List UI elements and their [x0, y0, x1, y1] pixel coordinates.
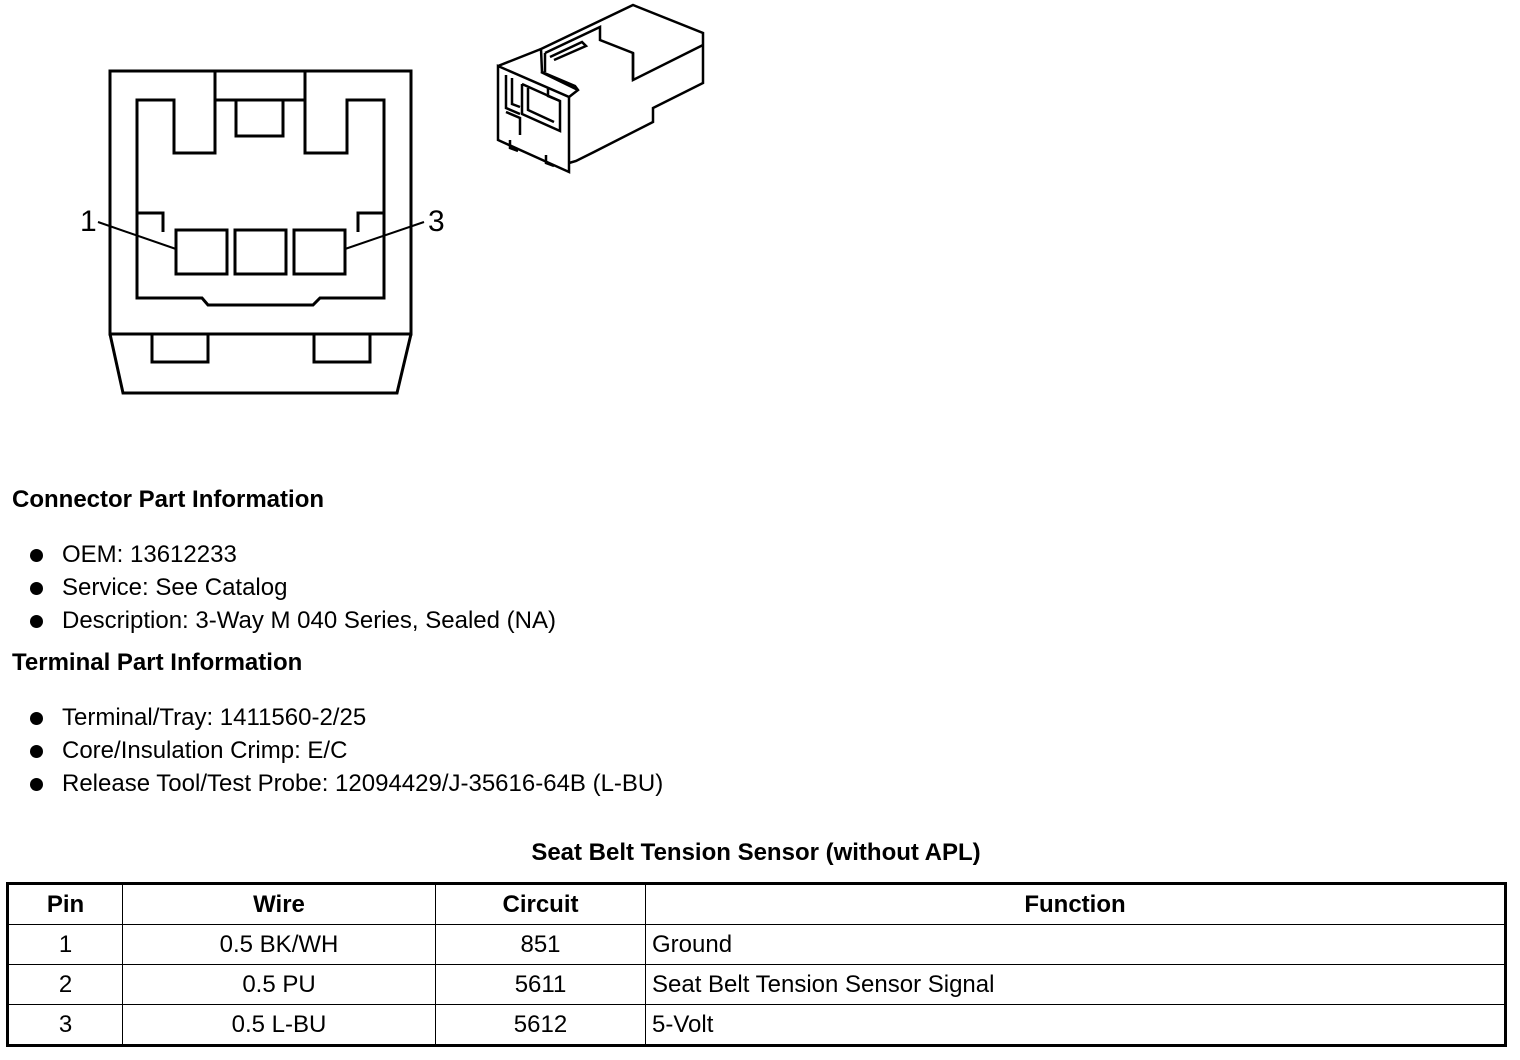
terminal-part-info-heading: Terminal Part Information — [12, 649, 303, 676]
connector-diagram: 1 3 — [80, 3, 705, 395]
header-circuit: Circuit — [435, 883, 646, 925]
cell-wire: 0.5 L-BU — [122, 1004, 436, 1046]
cavity-pin-1 — [174, 228, 229, 276]
cell-circuit: 5612 — [435, 1004, 646, 1046]
cavity-pin-3 — [292, 228, 347, 276]
table-header-row: Pin Wire Circuit Function — [7, 883, 1506, 925]
list-item: Core/Insulation Crimp: E/C — [28, 734, 663, 767]
pinout-table: Pin Wire Circuit Function 1 0.5 BK/WH 85… — [6, 882, 1507, 1047]
cell-function: Seat Belt Tension Sensor Signal — [645, 964, 1506, 1005]
list-item: Release Tool/Test Probe: 12094429/J-3561… — [28, 767, 663, 800]
list-item: Description: 3-Way M 040 Series, Sealed … — [28, 604, 556, 637]
cell-pin: 2 — [7, 964, 123, 1005]
bullet-icon — [30, 778, 43, 791]
pin-1-label: 1 — [80, 205, 97, 238]
cavity-pin-2 — [233, 228, 288, 276]
bullet-icon — [30, 549, 43, 562]
pin-3-label: 3 — [428, 205, 445, 238]
cell-function: 5-Volt — [645, 1004, 1506, 1046]
cell-function: Ground — [645, 924, 1506, 965]
bullet-icon — [30, 745, 43, 758]
terminal-part-info-list: Terminal/Tray: 1411560-2/25 Core/Insulat… — [28, 701, 663, 800]
bullet-icon — [30, 712, 43, 725]
bullet-icon — [30, 615, 43, 628]
table-row: 1 0.5 BK/WH 851 Ground — [7, 924, 1506, 965]
cell-pin: 1 — [7, 924, 123, 965]
cell-circuit: 5611 — [435, 964, 646, 1005]
list-item: Terminal/Tray: 1411560-2/25 — [28, 701, 663, 734]
table-row: 2 0.5 PU 5611 Seat Belt Tension Sensor S… — [7, 964, 1506, 1005]
cell-pin: 3 — [7, 1004, 123, 1046]
connector-part-info-heading: Connector Part Information — [12, 486, 325, 513]
connector-isometric-view — [496, 3, 705, 174]
table-row: 3 0.5 L-BU 5612 5-Volt — [7, 1004, 1506, 1046]
list-item: Service: See Catalog — [28, 571, 556, 604]
cell-wire: 0.5 BK/WH — [122, 924, 436, 965]
connector-face-view — [97, 69, 425, 395]
header-pin: Pin — [7, 883, 123, 925]
header-wire: Wire — [122, 883, 436, 925]
cell-circuit: 851 — [435, 924, 646, 965]
cell-wire: 0.5 PU — [122, 964, 436, 1005]
bullet-icon — [30, 582, 43, 595]
header-function: Function — [645, 883, 1506, 925]
connector-part-info-list: OEM: 13612233 Service: See Catalog Descr… — [28, 538, 556, 637]
table-title: Seat Belt Tension Sensor (without APL) — [531, 839, 981, 866]
list-item: OEM: 13612233 — [28, 538, 556, 571]
